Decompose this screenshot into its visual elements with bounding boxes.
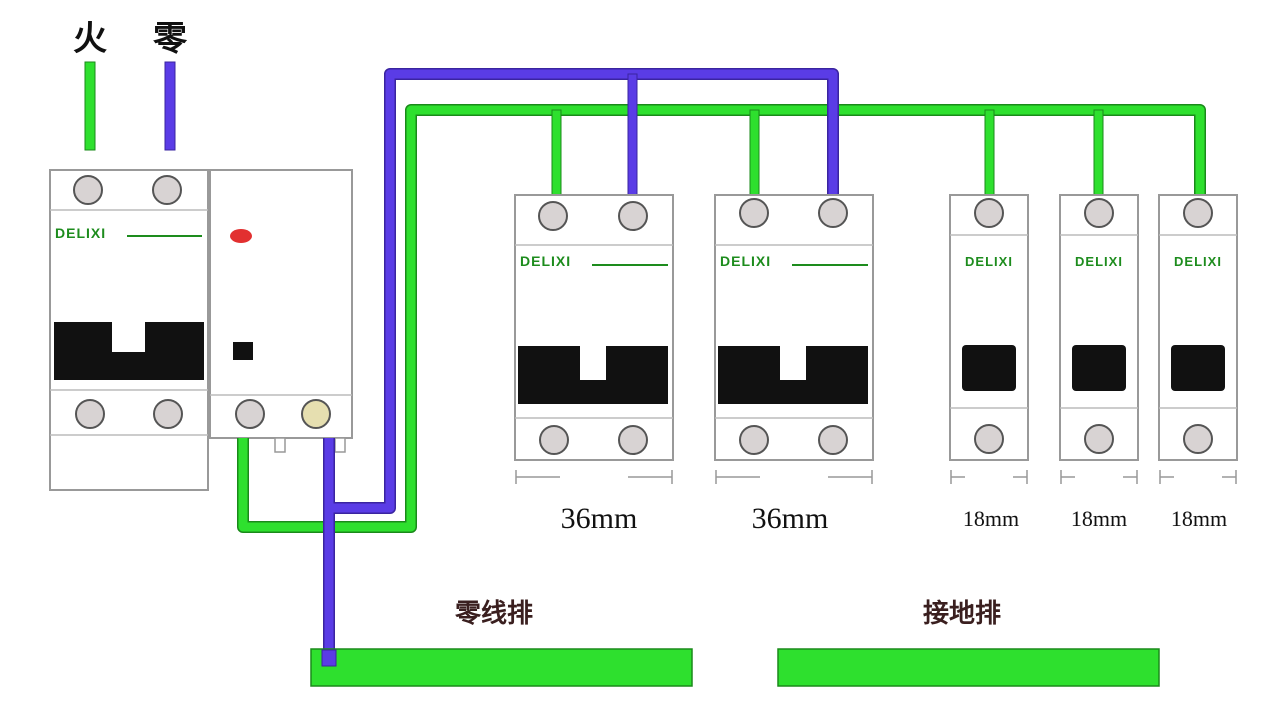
breaker-1p: DELIXI <box>949 194 1029 461</box>
breaker-handle-icon <box>718 346 868 404</box>
live-label: 火 <box>73 19 107 59</box>
terminal-screw-icon <box>75 399 105 429</box>
breaker-1p: DELIXI <box>1059 194 1139 461</box>
branch-wire <box>1093 109 1104 209</box>
terminal-screw-icon <box>1084 424 1114 454</box>
brand-label: DELIXI <box>1174 254 1222 269</box>
terminal-screw-icon <box>818 198 848 228</box>
test-button-icon <box>233 342 253 360</box>
width-label: 18mm <box>1171 506 1227 531</box>
live-input-wire <box>84 61 96 151</box>
terminal-screw-icon <box>153 399 183 429</box>
width-label: 36mm <box>752 502 829 535</box>
terminal-screw-icon <box>539 425 569 455</box>
branch-wire <box>749 109 760 209</box>
terminal-screw-icon <box>739 198 769 228</box>
terminal-screw-icon <box>235 399 265 429</box>
neutral-busbar <box>310 648 693 687</box>
branch-wire <box>984 109 995 209</box>
terminal-screw-icon <box>818 425 848 455</box>
terminal-screw-icon <box>739 425 769 455</box>
brand-label: DELIXI <box>520 253 571 269</box>
branch-wire <box>627 73 638 209</box>
brand-label: DELIXI <box>720 253 771 269</box>
terminal-screw-icon <box>618 425 648 455</box>
dimension-markers <box>515 470 1237 484</box>
terminal-screw-icon <box>618 201 648 231</box>
width-label: 36mm <box>561 502 638 535</box>
breaker-handle-icon <box>1171 345 1225 391</box>
brand-label: DELIXI <box>1075 254 1123 269</box>
terminal-screw-icon <box>152 175 182 205</box>
neutral-busbar-label: 零线排 <box>455 599 533 629</box>
leakage-module <box>209 169 353 453</box>
breaker-handle-icon <box>54 322 204 380</box>
branch-wire <box>551 109 562 209</box>
breaker-2p: DELIXI <box>514 194 674 461</box>
neutral-label: 零 <box>153 19 188 59</box>
terminal-screw-icon <box>73 175 103 205</box>
indicator-light-icon <box>230 229 252 243</box>
terminal-screw-icon <box>1084 198 1114 228</box>
terminal-screw-icon <box>1183 424 1213 454</box>
brand-label: DELIXI <box>55 225 106 241</box>
terminal-screw-icon <box>1183 198 1213 228</box>
brand-label: DELIXI <box>965 254 1013 269</box>
terminal-screw-icon <box>974 198 1004 228</box>
breaker-2p: DELIXI <box>714 194 874 461</box>
terminal-screw-icon <box>974 424 1004 454</box>
breaker-1p: DELIXI <box>1158 194 1238 461</box>
terminal-screw-icon <box>301 399 331 429</box>
neutral-input-wire <box>164 61 176 151</box>
breaker-handle-icon <box>962 345 1016 391</box>
breaker-handle-icon <box>1072 345 1126 391</box>
ground-busbar-label: 接地排 <box>923 599 1001 629</box>
breaker-handle-icon <box>518 346 668 404</box>
neutral-terminal-icon <box>321 649 337 667</box>
terminal-screw-icon <box>538 201 568 231</box>
main-breaker: DELIXI <box>49 169 209 491</box>
ground-busbar <box>777 648 1160 687</box>
width-label: 18mm <box>1071 506 1127 531</box>
width-label: 18mm <box>963 506 1019 531</box>
